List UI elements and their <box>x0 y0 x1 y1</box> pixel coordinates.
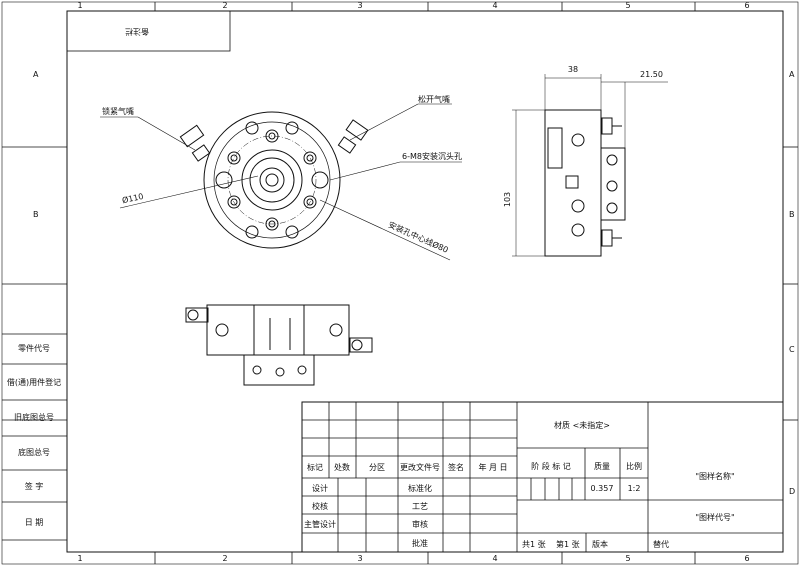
tb-role-standard: 标准化 <box>408 484 432 493</box>
zone-col-2-bottom: 2 <box>222 554 228 563</box>
zone-row-a-right: A <box>789 70 795 79</box>
left-item-date: 日 期 <box>24 518 44 527</box>
zone-row-b-right: B <box>789 210 795 219</box>
top-note: 备注栏 <box>125 27 149 36</box>
zone-col-3-bottom: 3 <box>357 554 363 563</box>
tb-mass-label: 质量 <box>594 462 610 471</box>
tb-role-approve: 批准 <box>412 539 428 548</box>
tb-header-change-doc: 更改文件号 <box>400 463 440 472</box>
tb-role-check: 校核 <box>312 502 328 511</box>
tb-material: 材质 <未指定> <box>554 421 610 430</box>
tb-role-chief-design: 主管设计 <box>304 520 336 529</box>
bottom-view <box>185 304 373 386</box>
side-view <box>512 74 668 257</box>
front-view <box>100 103 462 261</box>
tb-header-date: 年 月 日 <box>478 463 508 472</box>
zone-row-d-right: D <box>789 487 796 496</box>
zone-col-6: 6 <box>744 1 750 10</box>
zone-row-a: A <box>33 70 39 79</box>
tb-scale-value: 1:2 <box>627 484 641 493</box>
left-item-part-code: 零件代号 <box>18 344 50 353</box>
zone-col-1: 1 <box>77 1 83 10</box>
tb-stage-label: 阶 段 标 记 <box>531 462 571 471</box>
zone-col-4-bottom: 4 <box>492 554 498 563</box>
tb-header-mark: 标记 <box>307 463 323 472</box>
zone-col-2: 2 <box>222 1 228 10</box>
callout-release-air: 松开气嘴 <box>418 95 450 104</box>
tb-role-process: 工艺 <box>412 502 428 511</box>
callout-mount-holes: 6-M8安装沉头孔 <box>402 152 462 161</box>
tb-sheets-total: 共1 张 <box>522 540 546 549</box>
tb-drawing-code: "图样代号" <box>695 513 735 522</box>
zone-col-4: 4 <box>492 1 498 10</box>
left-item-borrow-register: 借(通)用件登记 <box>6 378 62 387</box>
zone-col-6-bottom: 6 <box>744 554 750 563</box>
dim-21-50: 21.50 <box>640 70 663 79</box>
tb-drawing-name: "图样名称" <box>695 472 735 481</box>
zone-col-5-bottom: 5 <box>625 554 631 563</box>
tb-version: 版本 <box>592 540 608 549</box>
zone-col-1-bottom: 1 <box>77 554 83 563</box>
tb-mass-value: 0.357 <box>590 484 614 493</box>
tb-role-review: 审核 <box>412 520 428 529</box>
tb-header-zone: 分区 <box>369 463 385 472</box>
tb-sheet-no: 第1 张 <box>556 540 580 549</box>
dim-38: 38 <box>567 65 579 74</box>
tb-header-count: 处数 <box>334 463 350 472</box>
left-item-old-base-no: 旧底图总号 <box>14 413 54 422</box>
tb-role-design: 设计 <box>312 484 328 493</box>
zone-row-b: B <box>33 210 39 219</box>
zone-col-5: 5 <box>625 1 631 10</box>
callout-lock-air: 锁紧气嘴 <box>102 107 134 116</box>
left-item-base-no: 底图总号 <box>18 448 50 457</box>
tb-scale-label: 比例 <box>626 462 642 471</box>
left-item-signature: 签 字 <box>24 482 44 491</box>
dim-103: 103 <box>503 191 513 208</box>
zone-row-c-right: C <box>789 345 795 354</box>
tb-replace: 替代 <box>653 540 669 549</box>
zone-col-3: 3 <box>357 1 363 10</box>
tb-header-sign: 签名 <box>448 463 464 472</box>
